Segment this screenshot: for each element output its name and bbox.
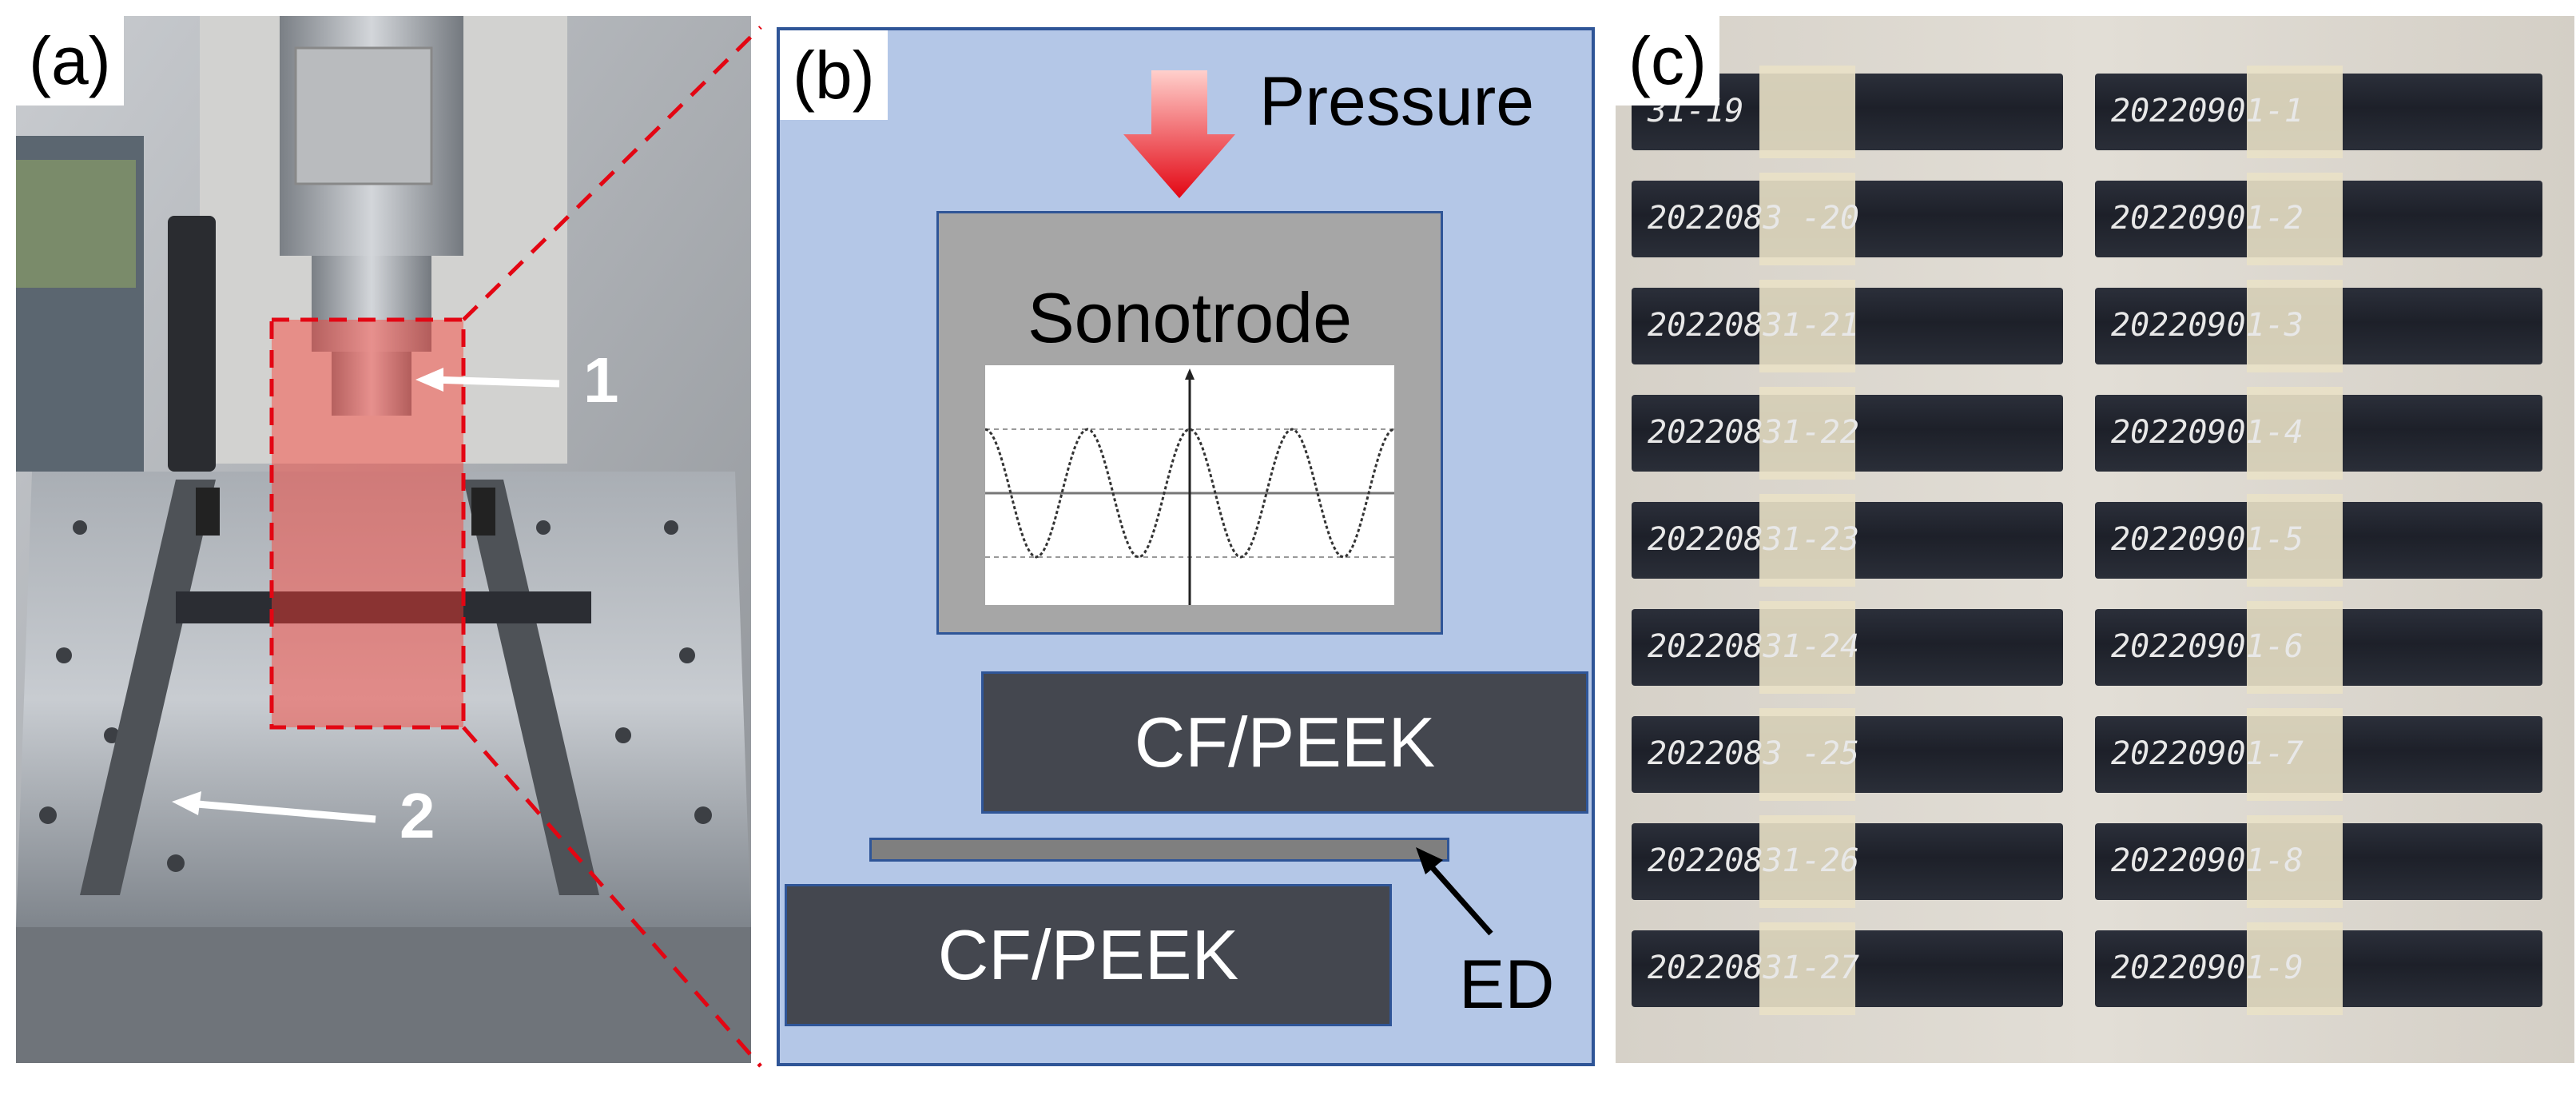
panel-b-label: (b) bbox=[780, 30, 888, 120]
overlap-tape bbox=[1759, 601, 1855, 694]
welding-machine-illustration bbox=[16, 16, 751, 1063]
overlap-tape bbox=[2247, 280, 2343, 372]
overlap-tape bbox=[1759, 922, 1855, 1015]
overlap-tape bbox=[1759, 387, 1855, 480]
lower-cf-peek-adherend: CF/PEEK bbox=[785, 884, 1392, 1026]
specimen-id-label: 20220901-3 bbox=[2111, 307, 2304, 344]
specimen-id-label: 20220831-22 bbox=[1648, 414, 1859, 451]
welding-schematic: (b) Pressure Sonotrode CF/PEEK CF/PEEK bbox=[777, 27, 1595, 1066]
vibration-waveform bbox=[985, 365, 1394, 605]
specimen-id-label: 20220831-21 bbox=[1648, 307, 1859, 344]
overlap-tape bbox=[2247, 708, 2343, 801]
panel-c-label: (c) bbox=[1616, 16, 1719, 106]
overlap-tape bbox=[2247, 173, 2343, 265]
overlap-tape bbox=[1759, 173, 1855, 265]
overlap-tape bbox=[2247, 815, 2343, 908]
pressure-arrow-icon bbox=[1123, 70, 1235, 198]
specimen-id-label: 20220831-23 bbox=[1648, 521, 1859, 558]
energy-director-film bbox=[869, 838, 1449, 862]
specimen-id-label: 20220901-4 bbox=[2111, 414, 2304, 451]
ed-pointer-arrow-icon bbox=[1416, 847, 1493, 936]
specimen-id-label: 20220901-6 bbox=[2111, 628, 2304, 665]
specimen-id-label: 20220831-26 bbox=[1648, 842, 1859, 879]
specimen-id-label: 20220831-24 bbox=[1648, 628, 1859, 665]
specimen-id-label: 20220901-2 bbox=[2111, 200, 2304, 237]
pressure-label: Pressure bbox=[1259, 63, 1535, 140]
overlap-tape bbox=[2247, 387, 2343, 480]
welding-machine-photo: (a) 1 2 bbox=[16, 16, 751, 1063]
overlap-tape bbox=[2247, 601, 2343, 694]
overlap-tape bbox=[2247, 922, 2343, 1015]
callout-2-label: 2 bbox=[400, 780, 435, 851]
sonotrode-label: Sonotrode bbox=[1027, 278, 1353, 357]
panel-a-label: (a) bbox=[16, 16, 124, 106]
specimen-id-label: 20220901-5 bbox=[2111, 521, 2304, 558]
overlap-tape bbox=[1759, 280, 1855, 372]
ed-label: ED bbox=[1459, 946, 1555, 1023]
overlap-tape bbox=[1759, 66, 1855, 158]
specimen-id-label: 20220831-27 bbox=[1648, 950, 1859, 986]
specimen-id-label: 2022083 -25 bbox=[1648, 735, 1859, 772]
upper-cf-peek-adherend: CF/PEEK bbox=[981, 671, 1588, 814]
specimen-id-label: 20220901-1 bbox=[2111, 93, 2304, 129]
overlap-tape bbox=[1759, 815, 1855, 908]
overlap-tape bbox=[2247, 66, 2343, 158]
sonotrode-box: Sonotrode bbox=[936, 211, 1443, 635]
specimen-id-label: 20220901-8 bbox=[2111, 842, 2304, 879]
specimen-id-label: 2022083 -20 bbox=[1648, 200, 1859, 237]
overlap-tape bbox=[1759, 494, 1855, 587]
specimen-id-label: 20220901-7 bbox=[2111, 735, 2304, 772]
overlap-tape bbox=[1759, 708, 1855, 801]
specimen-id-label: 20220901-9 bbox=[2111, 950, 2304, 986]
callout-1-label: 1 bbox=[583, 344, 619, 416]
overlap-tape bbox=[2247, 494, 2343, 587]
